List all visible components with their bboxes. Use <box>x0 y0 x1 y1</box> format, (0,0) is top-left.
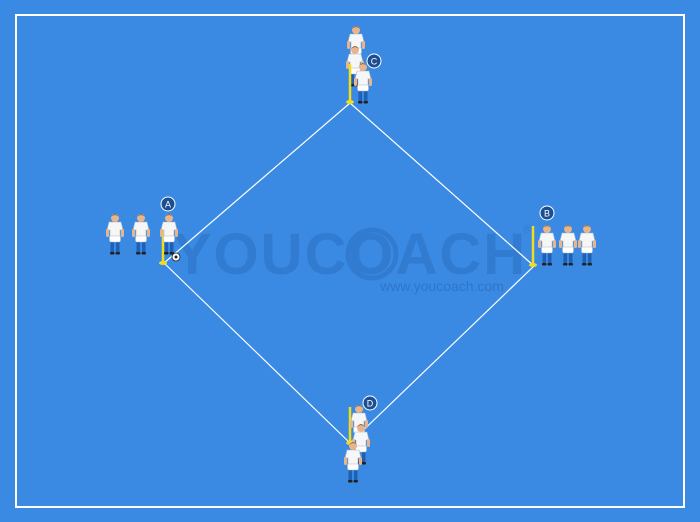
station-label-text: A <box>165 200 171 210</box>
station-label-a <box>160 196 176 212</box>
registered-mark: ® <box>523 222 532 236</box>
passing-diamond <box>163 102 535 444</box>
line-b-d <box>349 265 535 444</box>
youcoach-watermark-logo: YOUCOACH ® <box>173 222 532 287</box>
station-label-b <box>539 205 555 221</box>
station-label-text: B <box>544 209 550 219</box>
station-b: B <box>529 205 597 267</box>
pitch-boundary <box>15 14 685 508</box>
station-label-d <box>362 395 378 411</box>
station-label-text: C <box>371 57 378 67</box>
station-a: A <box>105 196 181 265</box>
station-label-text: D <box>367 399 374 409</box>
station-d: D <box>343 395 378 483</box>
football-icon <box>171 252 181 262</box>
station-label-c <box>366 53 382 69</box>
line-c-b <box>349 102 535 267</box>
station-c: C <box>345 25 382 104</box>
line-d-a <box>163 262 351 444</box>
watermark-url: www.youcoach.com <box>379 278 504 294</box>
line-a-c <box>163 102 351 264</box>
